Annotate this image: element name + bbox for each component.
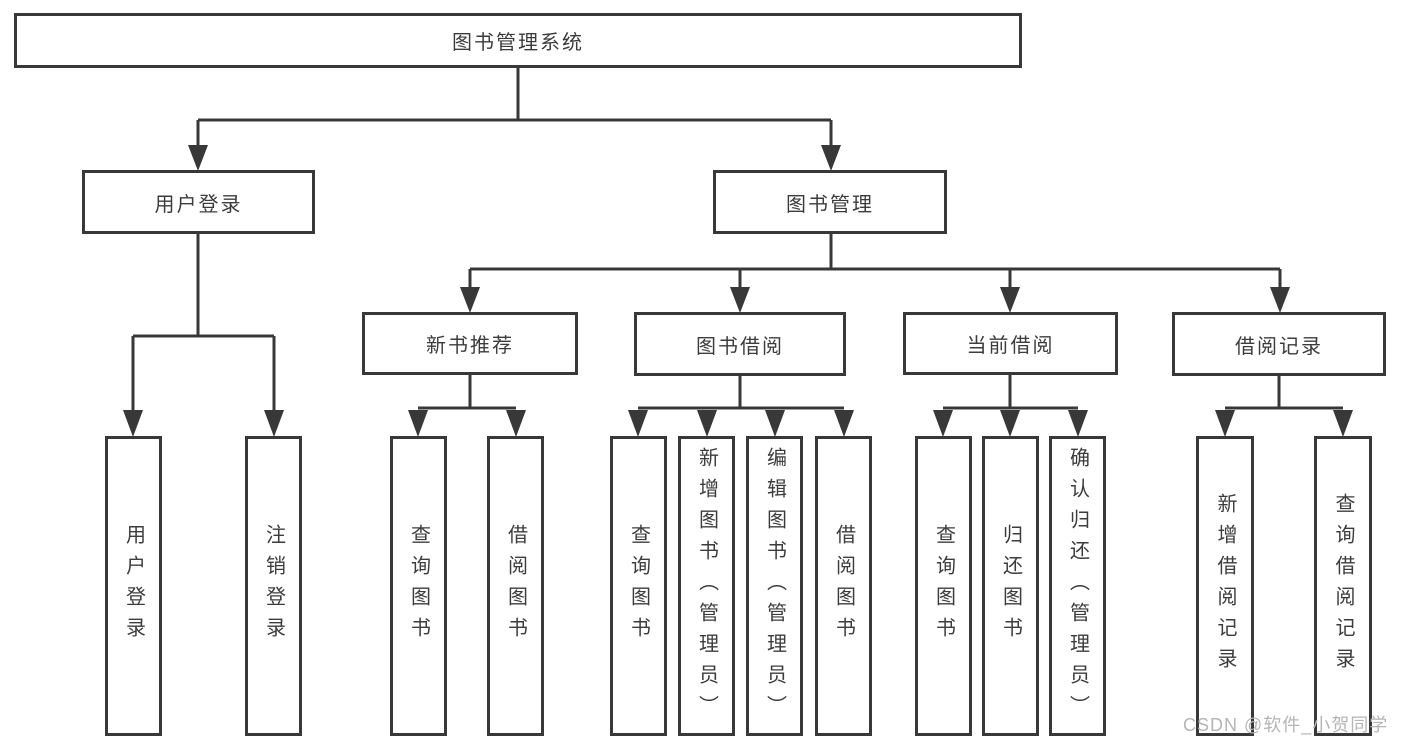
node-new-book-recommend-label: 新书推荐 [426,335,514,357]
node-book-borrowing-label: 图书借阅 [696,335,784,358]
node-borrowing-records: 借阅记录 [1172,312,1386,376]
node-bb-add-books-admin-label: 新增图书（管理员） [695,446,718,726]
node-nb-borrow-books: 借阅图书 [487,436,544,736]
node-bb-add-books-admin: 新增图书（管理员） [678,436,735,736]
node-br-add-record-label: 新增借阅记录 [1214,493,1236,679]
node-cb-query-books: 查询图书 [915,436,972,736]
node-user-login-label: 用户登录 [154,193,243,216]
node-book-management: 图书管理 [713,170,947,234]
node-root-label: 图书管理系统 [452,32,584,54]
node-new-book-recommend: 新书推荐 [362,312,578,375]
node-nb-query-books-label: 查询图书 [407,524,430,648]
node-login: 用户登录 [105,436,162,736]
node-bb-borrow-books: 借阅图书 [815,436,872,736]
node-user-login: 用户登录 [82,170,315,234]
node-current-borrowing-label: 当前借阅 [966,335,1055,357]
node-book-management-label: 图书管理 [786,193,874,216]
node-bb-borrow-books-label: 借阅图书 [832,524,855,648]
node-login-label: 用户登录 [122,524,145,648]
node-nb-query-books: 查询图书 [390,436,447,736]
node-nb-borrow-books-label: 借阅图书 [504,524,527,648]
node-cb-return-books: 归还图书 [982,436,1039,736]
watermark: CSDN @软件_小贺同学 [1183,715,1389,735]
node-bb-edit-books-admin: 编辑图书（管理员） [746,436,803,736]
node-bb-query-books-label: 查询图书 [627,524,650,648]
node-logout-label: 注销登录 [262,524,285,648]
node-cb-query-books-label: 查询图书 [932,524,955,648]
node-borrowing-records-label: 借阅记录 [1235,335,1323,358]
node-current-borrowing: 当前借阅 [903,312,1118,375]
node-root: 图书管理系统 [14,13,1022,68]
node-logout: 注销登录 [245,436,302,736]
node-book-borrowing: 图书借阅 [634,312,846,376]
node-br-add-record: 新增借阅记录 [1196,436,1254,736]
node-br-query-record: 查询借阅记录 [1314,436,1372,736]
node-cb-return-books-label: 归还图书 [999,524,1022,648]
node-cb-confirm-return-admin: 确认归还（管理员） [1049,436,1106,736]
node-br-query-record-label: 查询借阅记录 [1332,493,1354,679]
node-bb-query-books: 查询图书 [610,436,667,736]
node-bb-edit-books-admin-label: 编辑图书（管理员） [763,446,786,726]
node-cb-confirm-return-admin-label: 确认归还（管理员） [1066,446,1089,726]
